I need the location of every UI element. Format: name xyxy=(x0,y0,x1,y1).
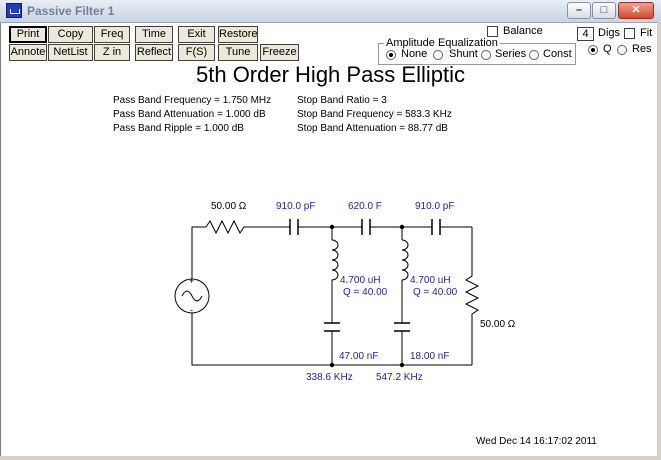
client-area xyxy=(0,23,659,458)
inductor-2-q: Q = 40.00 xyxy=(413,287,458,298)
title-bar xyxy=(0,0,661,23)
resonance-1-label: 338.6 KHz xyxy=(306,372,353,383)
equalization-shunt-radio[interactable] xyxy=(433,50,443,60)
tune-button[interactable]: Tune xyxy=(218,44,258,61)
series-cap-1-label: 910.0 pF xyxy=(276,201,315,212)
shunt-cap-1-label: 47.00 nF xyxy=(339,351,378,362)
balance-label: Balance xyxy=(503,25,543,37)
freq-button[interactable]: Freq xyxy=(94,26,130,43)
window-border-right xyxy=(657,22,661,460)
window-border-bottom xyxy=(0,456,661,460)
amplitude-equalization-label: Amplitude Equalization xyxy=(384,37,500,49)
close-button[interactable]: ✕ xyxy=(618,2,654,19)
inductor-2-value: 4.700 uH xyxy=(410,275,451,286)
fit-label: Fit xyxy=(640,27,653,39)
equalization-none-label: None xyxy=(401,48,428,60)
equalization-none-radio[interactable] xyxy=(386,50,396,60)
spec-stop-band-attenuation: Stop Band Attenuation = 88.77 dB xyxy=(297,123,448,134)
spec-stop-band-frequency: Stop Band Frequency = 583.3 KHz xyxy=(297,109,452,120)
schematic-wires xyxy=(191,226,473,366)
time-button[interactable]: Time xyxy=(135,26,173,43)
source-resistor-label: 50.00 Ω xyxy=(211,201,247,212)
spec-pass-band-frequency: Pass Band Frequency = 1.750 MHz xyxy=(113,95,272,106)
digits-input[interactable]: 4 xyxy=(577,27,594,41)
digits-label: Digs xyxy=(598,27,621,39)
series-cap-3-label: 910.0 pF xyxy=(415,201,454,212)
equalization-const-label: Const xyxy=(543,48,572,60)
series-capacitors xyxy=(289,219,441,235)
minimize-button[interactable]: – xyxy=(567,2,591,19)
equalization-series-label: Series xyxy=(495,48,527,60)
equalization-const-radio[interactable] xyxy=(529,50,539,60)
junction-dots xyxy=(329,224,405,368)
series-cap-2-label: 620.0 F xyxy=(348,201,382,212)
window-title: Passive Filter 1 xyxy=(27,4,115,18)
res-radio[interactable] xyxy=(617,45,627,55)
res-label: Res xyxy=(632,43,652,55)
reflect-button[interactable]: Reflect xyxy=(135,44,173,61)
resonance-2-label: 547.2 KHz xyxy=(376,372,423,383)
filter-title: 5th Order High Pass Elliptic xyxy=(196,62,465,87)
z-in-button[interactable]: Z in xyxy=(94,44,130,61)
spec-pass-band-ripple: Pass Band Ripple = 1.000 dB xyxy=(113,123,244,134)
svg-text:+: + xyxy=(189,276,194,286)
equalization-series-radio[interactable] xyxy=(481,50,491,60)
spec-stop-band-ratio: Stop Band Ratio = 3 xyxy=(297,95,387,106)
shunt-inductor-2 xyxy=(401,239,409,283)
source-resistor xyxy=(205,219,247,235)
ac-source: + - xyxy=(174,259,210,316)
inductor-1-q: Q = 40.00 xyxy=(343,287,388,298)
timestamp: Wed Dec 14 16:17:02 2011 xyxy=(476,436,597,447)
app-icon xyxy=(6,3,22,18)
fs-button[interactable]: F(S) xyxy=(178,44,215,61)
shunt-cap-2-label: 18.00 nF xyxy=(410,351,449,362)
shunt-capacitors xyxy=(324,322,410,332)
q-radio[interactable] xyxy=(588,45,598,55)
copy-button[interactable]: Copy xyxy=(48,26,93,43)
maximize-button[interactable]: □ xyxy=(592,2,616,19)
shunt-inductor-1 xyxy=(331,239,339,283)
inductor-1-value: 4.700 uH xyxy=(340,275,381,286)
q-label: Q xyxy=(603,43,612,55)
exit-button[interactable]: Exit xyxy=(178,26,215,43)
spec-pass-band-attenuation: Pass Band Attenuation = 1.000 dB xyxy=(113,109,266,120)
load-resistor-label: 50.00 Ω xyxy=(480,319,516,330)
freeze-button[interactable]: Freeze xyxy=(260,44,299,61)
fit-checkbox[interactable] xyxy=(624,28,635,39)
load-resistor xyxy=(464,270,480,316)
netlist-button[interactable]: NetList xyxy=(48,44,93,61)
restore-button[interactable]: Restore xyxy=(218,26,258,43)
balance-checkbox[interactable] xyxy=(487,26,498,37)
equalization-shunt-label: Shunt xyxy=(449,48,478,60)
annote-button[interactable]: Annote xyxy=(9,44,47,61)
print-button[interactable]: Print xyxy=(9,26,47,43)
svg-text:-: - xyxy=(190,305,193,315)
